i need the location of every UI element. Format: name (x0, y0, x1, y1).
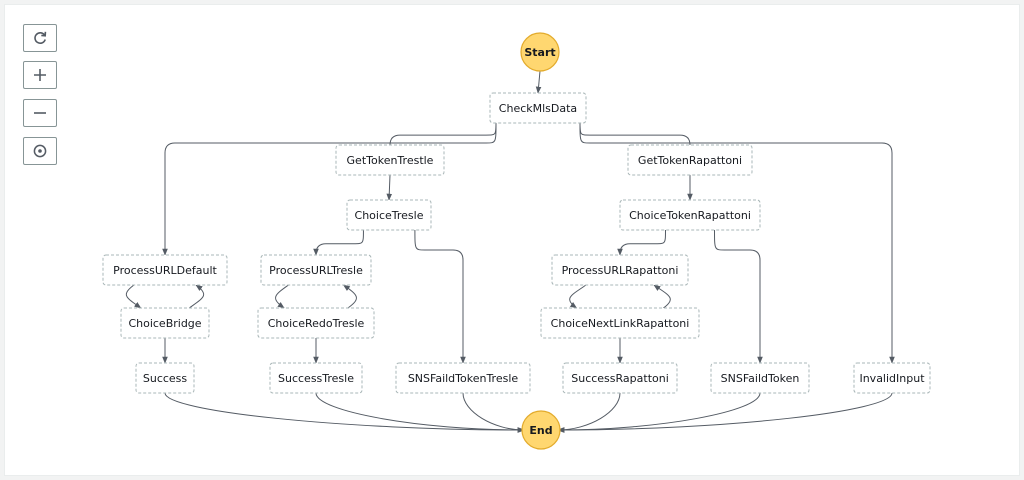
state-box (489, 92, 587, 124)
edge-check-mls-data-to-invalid-input (579, 122, 895, 364)
state-box (551, 254, 689, 286)
node-label: Success (143, 372, 188, 385)
node-choice-tresle[interactable]: ChoiceTresle (346, 199, 432, 231)
node-label: SNSFaildTokenTresle (408, 372, 519, 385)
state-box (135, 362, 195, 394)
node-label: ProcessURLDefault (113, 264, 217, 277)
state-box (710, 362, 810, 394)
edge-start-to-check-mls-data (535, 70, 542, 94)
minus-icon (34, 112, 46, 114)
state-box (853, 362, 931, 394)
node-process-url-tresle[interactable]: ProcessURLTresle (260, 254, 372, 286)
zoom-in-button[interactable] (23, 61, 57, 89)
node-label: GetTokenRapattoni (638, 154, 742, 167)
state-box (335, 144, 445, 176)
edge-success-rapattoni-to-end (557, 392, 621, 433)
node-invalid-input[interactable]: InvalidInput (853, 362, 931, 394)
edges-layer (125, 70, 895, 433)
node-label: ChoiceTokenRapattoni (629, 209, 751, 222)
state-box (562, 362, 678, 394)
state-box (260, 254, 372, 286)
edge-get-token-trestle-to-choice-tresle (386, 174, 393, 201)
edge-success-tresle-to-end (315, 392, 525, 433)
edge-choice-next-link-rapattoni-to-process-url-rapattoni (653, 284, 671, 309)
edge-choice-redo-tresle-to-process-url-tresle (342, 284, 357, 309)
node-choice-token-rapattoni[interactable]: ChoiceTokenRapattoni (619, 199, 761, 231)
node-start[interactable]: Start (520, 32, 560, 72)
state-box (619, 199, 761, 231)
edge-process-url-default-to-choice-bridge (125, 284, 142, 309)
node-choice-next-link-rapattoni[interactable]: ChoiceNextLinkRapattoni (540, 307, 700, 339)
node-label: InvalidInput (859, 372, 925, 385)
edge-invalid-input-to-end (557, 392, 893, 433)
node-label: GetTokenTrestle (347, 154, 434, 167)
node-success[interactable]: Success (135, 362, 195, 394)
node-check-mls-data[interactable]: CheckMlsData (489, 92, 587, 124)
state-box (540, 307, 700, 339)
refresh-icon (34, 31, 47, 44)
node-label: SNSFaildToken (721, 372, 800, 385)
state-box (102, 254, 228, 286)
node-label: ProcessURLRapattoni (562, 264, 679, 277)
node-label: SuccessRapattoni (571, 372, 669, 385)
state-box (269, 362, 363, 394)
edge-success-to-end (164, 392, 525, 433)
edge-sns-faild-token-to-end (557, 392, 761, 433)
edge-check-mls-data-to-process-url-default (162, 122, 497, 256)
graph-canvas (4, 4, 1020, 476)
node-label: ChoiceNextLinkRapattoni (551, 317, 690, 330)
node-label: Start (524, 46, 555, 59)
node-process-url-default[interactable]: ProcessURLDefault (102, 254, 228, 286)
state-box (120, 307, 210, 339)
refresh-button[interactable] (23, 24, 57, 52)
terminal-circle (520, 32, 560, 72)
node-choice-redo-tresle[interactable]: ChoiceRedoTresle (257, 307, 375, 339)
node-choice-bridge[interactable]: ChoiceBridge (120, 307, 210, 339)
target-icon (33, 144, 47, 158)
node-success-tresle[interactable]: SuccessTresle (269, 362, 363, 394)
state-box (346, 199, 432, 231)
terminal-circle (521, 410, 561, 450)
edge-choice-tresle-to-sns-faild-token-tresle (414, 229, 466, 364)
state-box (395, 362, 531, 394)
edge-check-mls-data-to-get-token-trestle (387, 122, 497, 152)
edge-choice-token-rapattoni-to-process-url-rapattoni (617, 229, 666, 256)
node-sns-faild-token-tresle[interactable]: SNSFaildTokenTresle (395, 362, 531, 394)
center-button[interactable] (23, 137, 57, 165)
node-label: ProcessURLTresle (269, 264, 363, 277)
node-label: ChoiceTresle (355, 209, 424, 222)
node-process-url-rapattoni[interactable]: ProcessURLRapattoni (551, 254, 689, 286)
node-label: End (529, 424, 552, 437)
state-box (257, 307, 375, 339)
node-label: ChoiceBridge (128, 317, 201, 330)
zoom-out-button[interactable] (23, 99, 57, 127)
node-label: ChoiceRedoTresle (268, 317, 365, 330)
plus-icon (34, 69, 46, 81)
node-success-rapattoni[interactable]: SuccessRapattoni (562, 362, 678, 394)
node-get-token-trestle[interactable]: GetTokenTrestle (335, 144, 445, 176)
edge-check-mls-data-to-get-token-rapattoni (579, 122, 693, 152)
node-get-token-rapattoni[interactable]: GetTokenRapattoni (627, 144, 753, 176)
state-box (627, 144, 753, 176)
node-label: SuccessTresle (278, 372, 354, 385)
edge-process-url-tresle-to-choice-redo-tresle (275, 284, 289, 309)
edge-process-url-rapattoni-to-choice-next-link-rapattoni (569, 284, 587, 309)
edge-sns-faild-token-tresle-to-end (462, 392, 525, 433)
edge-choice-tresle-to-process-url-tresle (313, 229, 364, 256)
node-label: CheckMlsData (499, 102, 577, 115)
node-sns-faild-token[interactable]: SNSFaildToken (710, 362, 810, 394)
node-end[interactable]: End (521, 410, 561, 450)
edge-choice-bridge-to-process-url-default (188, 284, 205, 309)
edge-choice-token-rapattoni-to-sns-faild-token (714, 229, 763, 364)
